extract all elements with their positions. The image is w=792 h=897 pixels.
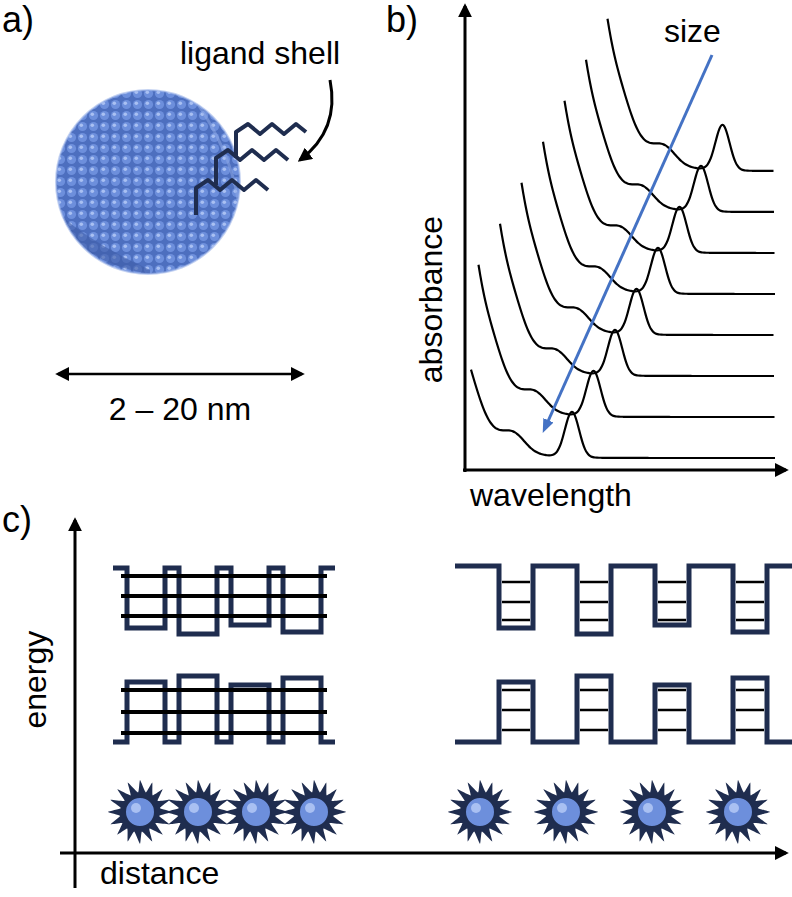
energy-axis bbox=[74, 520, 77, 888]
nanocrystal-core bbox=[299, 797, 329, 827]
energy-level bbox=[736, 689, 764, 692]
spectrum-curve bbox=[565, 101, 775, 253]
nanocrystal-core bbox=[723, 797, 753, 827]
energy-level bbox=[580, 729, 608, 732]
nanocrystal-core bbox=[125, 797, 155, 827]
miniband bbox=[121, 710, 327, 714]
core-highlight bbox=[471, 803, 481, 813]
potential-well bbox=[455, 676, 792, 742]
leader-arrow bbox=[300, 80, 332, 160]
figure-label: b) bbox=[386, 0, 418, 40]
energy-level bbox=[502, 709, 530, 712]
energy-level bbox=[658, 601, 686, 604]
energy-level bbox=[580, 709, 608, 712]
miniband bbox=[121, 594, 327, 598]
figure-label: energy bbox=[18, 631, 53, 729]
energy-level bbox=[580, 689, 608, 692]
ligand-shell bbox=[448, 780, 512, 844]
energy-level bbox=[736, 619, 764, 622]
figure-label: absorbance bbox=[414, 216, 449, 383]
spectrum-curve bbox=[586, 60, 774, 212]
size-arrow bbox=[545, 55, 712, 428]
energy-level bbox=[658, 689, 686, 692]
distance-axis bbox=[60, 852, 786, 855]
ligand-shell bbox=[282, 780, 346, 844]
potential-well bbox=[455, 566, 792, 634]
energy-level bbox=[736, 601, 764, 604]
energy-level bbox=[502, 729, 530, 732]
energy-level bbox=[658, 619, 686, 622]
energy-level bbox=[580, 581, 608, 584]
energy-bands bbox=[113, 566, 792, 742]
core-highlight bbox=[729, 803, 739, 813]
potential-well bbox=[113, 676, 335, 742]
miniband bbox=[121, 574, 327, 578]
figure-label: ligand shell bbox=[180, 36, 340, 71]
ligand-shell bbox=[620, 780, 684, 844]
nanocrystal-core bbox=[465, 797, 495, 827]
figure-label: a) bbox=[2, 0, 34, 40]
figure-label: 2 – 20 nm bbox=[109, 392, 251, 427]
figure-label: wavelength bbox=[470, 478, 632, 513]
nanocrystal-core bbox=[551, 797, 581, 827]
energy-level bbox=[502, 581, 530, 584]
energy-level bbox=[658, 729, 686, 732]
energy-level bbox=[502, 619, 530, 622]
nanocrystal-core bbox=[183, 797, 213, 827]
energy-level bbox=[658, 581, 686, 584]
x-axis bbox=[463, 469, 786, 472]
absorbance-spectra bbox=[471, 19, 775, 458]
nanocrystal-row bbox=[108, 780, 770, 844]
energy-level bbox=[502, 601, 530, 604]
dimension-line bbox=[58, 373, 302, 376]
figure-label: c) bbox=[2, 500, 32, 540]
ligand-shell bbox=[534, 780, 598, 844]
energy-level bbox=[502, 689, 530, 692]
ligand-shell bbox=[108, 780, 172, 844]
energy-level bbox=[658, 709, 686, 712]
core-highlight bbox=[247, 803, 257, 813]
y-axis bbox=[464, 6, 467, 472]
figure-label: distance bbox=[100, 856, 219, 891]
energy-level bbox=[580, 619, 608, 622]
core-highlight bbox=[189, 803, 199, 813]
energy-level bbox=[736, 709, 764, 712]
miniband bbox=[121, 731, 327, 735]
core-highlight bbox=[643, 803, 653, 813]
nanocrystal-core bbox=[637, 797, 667, 827]
potential-well bbox=[113, 568, 335, 634]
core-highlight bbox=[557, 803, 567, 813]
energy-level bbox=[736, 581, 764, 584]
ligand-shell bbox=[166, 780, 230, 844]
miniband bbox=[121, 688, 327, 692]
ligand-shell bbox=[224, 780, 288, 844]
spectrum-curve bbox=[500, 224, 774, 376]
ligand-shell bbox=[706, 780, 770, 844]
energy-level bbox=[736, 729, 764, 732]
core-highlight bbox=[305, 803, 315, 813]
ligand-chains bbox=[196, 124, 306, 215]
miniband bbox=[121, 614, 327, 618]
core-highlight bbox=[131, 803, 141, 813]
energy-level bbox=[580, 601, 608, 604]
spectrum-curve bbox=[479, 265, 775, 417]
spectrum-curve bbox=[471, 370, 775, 458]
spectrum-curve bbox=[522, 183, 774, 335]
nanocrystal-core bbox=[241, 797, 271, 827]
figure-label: size bbox=[664, 14, 721, 49]
